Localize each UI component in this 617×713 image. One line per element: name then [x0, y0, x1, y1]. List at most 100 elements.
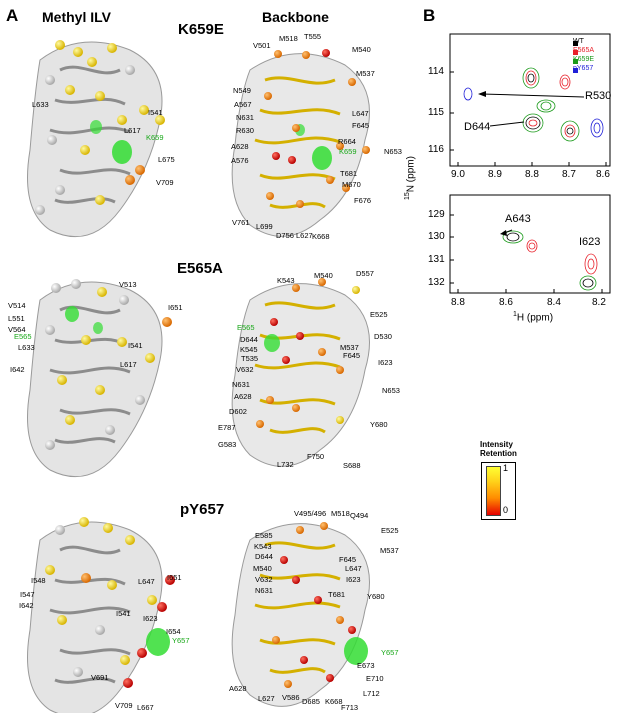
backbone-label: L699 — [256, 222, 273, 231]
bottom-xtick: 8.4 — [547, 297, 561, 308]
backbone-label: K668 — [312, 232, 330, 241]
backbone-label-mutation: Y657 — [381, 648, 399, 657]
bottom-spectrum-frame — [449, 194, 611, 294]
backbone-label: D685 — [302, 697, 320, 706]
backbone-label: G583 — [218, 440, 237, 449]
scale-gradient-bar — [486, 466, 501, 516]
backbone-label: Y680 — [367, 592, 385, 601]
top-peaks — [463, 67, 604, 142]
methyl-label: V691 — [91, 673, 109, 682]
annotation-i623: I623 — [579, 236, 601, 248]
backbone-label: D644 — [240, 335, 258, 344]
backbone-label: V495/496 — [294, 509, 327, 518]
methyl-label-mutation: Y657 — [172, 636, 190, 645]
methyl-label: I541 — [116, 609, 131, 618]
annotation-d644: D644 — [464, 121, 491, 133]
top-xtick: 8.8 — [525, 169, 539, 180]
backbone-label: D557 — [356, 269, 374, 278]
bottom-xtick: 8.2 — [592, 297, 606, 308]
methyl-label: I541 — [148, 108, 163, 117]
backbone-label: T555 — [304, 32, 322, 41]
bottom-ytick: 131 — [428, 254, 445, 265]
backbone-label: N631 — [255, 586, 273, 595]
backbone-label: M537 — [340, 343, 359, 352]
backbone-label: F713 — [341, 703, 359, 712]
top-xtick: 8.7 — [562, 169, 576, 180]
backbone-column-header: Backbone — [262, 9, 329, 25]
backbone-label: V586 — [282, 693, 300, 702]
backbone-label: M540 — [253, 564, 272, 573]
backbone-label: N549 — [233, 86, 251, 95]
methyl-label-mutation: K659 — [146, 133, 164, 142]
top-xtick: 8.9 — [488, 169, 502, 180]
top-ytick: 116 — [428, 144, 444, 155]
backbone-label: E710 — [366, 674, 384, 683]
backbone-label: F645 — [352, 121, 370, 130]
methyl-label: V564 — [8, 325, 26, 334]
variant-label-k659e: K659E — [178, 21, 224, 38]
backbone-label: E673 — [357, 661, 375, 670]
x-axis-label: 1H (ppm) — [513, 311, 554, 324]
backbone-label: M540 — [314, 271, 333, 280]
backbone-label: D530 — [374, 332, 392, 341]
backbone-label: V632 — [255, 575, 273, 584]
d644-arrow — [489, 121, 525, 127]
backbone-label: M540 — [352, 45, 371, 54]
legend-k659e: K659E — [573, 56, 595, 63]
backbone-label: V761 — [232, 218, 250, 227]
top-ytick: 114 — [428, 66, 444, 77]
backbone-label: M518 — [279, 34, 298, 43]
backbone-label: F750 — [307, 452, 325, 461]
methyl-label-mutation: E565 — [14, 332, 32, 341]
r530-arrow — [481, 93, 585, 98]
backbone-label: M537 — [356, 69, 375, 78]
backbone-label: I623 — [378, 358, 393, 367]
backbone-label: A628 — [229, 684, 247, 693]
scale-frame — [481, 462, 516, 520]
annotation-a643: A643 — [505, 213, 531, 225]
backbone-label: T535 — [241, 354, 259, 363]
panel-b-letter: B — [423, 6, 436, 25]
backbone-label: N631 — [236, 113, 254, 122]
scale-title: Intensity Retention — [480, 440, 517, 459]
methyl-label: L633 — [32, 100, 49, 109]
backbone-label: N653 — [384, 147, 402, 156]
methyl-label: I623 — [143, 614, 158, 623]
backbone-label: E585 — [255, 531, 273, 540]
backbone-label: N653 — [382, 386, 400, 395]
bottom-xtick: 8.6 — [499, 297, 513, 308]
methyl-label: L633 — [18, 343, 35, 352]
legend-wt: WT — [573, 38, 584, 45]
scale-min: 0 — [503, 505, 509, 515]
backbone-label: Q494 — [350, 511, 369, 520]
variant-label-py657: pY657 — [180, 501, 225, 518]
backbone-label: M670 — [342, 180, 361, 189]
backbone-label: M537 — [380, 546, 399, 555]
methyl-spheres — [35, 40, 175, 688]
annotation-r530: R530 — [585, 90, 612, 102]
backbone-structure-e565a — [231, 283, 370, 467]
methyl-label: L647 — [138, 577, 155, 586]
methyl-label: V514 — [8, 301, 26, 310]
bottom-xtick: 8.8 — [451, 297, 465, 308]
protein-structures — [27, 40, 370, 713]
legend-py657: pY657 — [573, 65, 594, 72]
backbone-label: K543 — [254, 542, 272, 551]
backbone-label: E525 — [381, 526, 399, 535]
backbone-label: A628 — [231, 142, 249, 151]
backbone-label: E787 — [218, 423, 236, 432]
methyl-label: I651 — [168, 303, 183, 312]
y-axis-label: 15N (ppm) — [404, 156, 417, 200]
methyl-label: V513 — [119, 280, 137, 289]
backbone-label: V632 — [236, 365, 254, 374]
backbone-label: L647 — [352, 109, 369, 118]
backbone-label: A628 — [234, 392, 252, 401]
backbone-label: L627 — [258, 694, 275, 703]
backbone-label: D644 — [255, 552, 273, 561]
scale-max: 1 — [503, 463, 509, 473]
backbone-label: A576 — [231, 156, 249, 165]
backbone-label: K668 — [325, 697, 343, 706]
backbone-label: S688 — [343, 461, 361, 470]
backbone-label: T681 — [340, 169, 358, 178]
methyl-column-header: Methyl ILV — [42, 9, 111, 25]
